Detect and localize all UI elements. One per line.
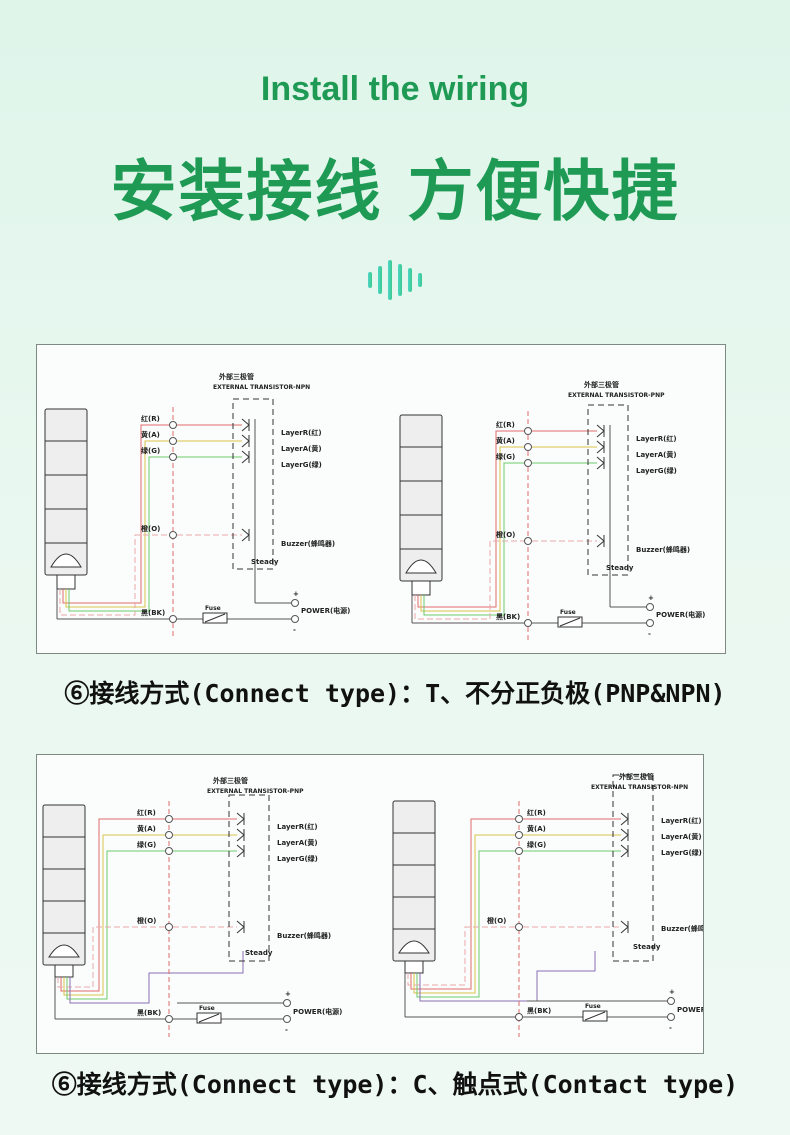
caption-t-type: ⑥接线方式(Connect type)：T、不分正负极(PNP&NPN) — [64, 679, 726, 708]
wire-label-green: 绿(G) — [527, 840, 546, 849]
diagram-svg-c: 外部三极管 EXTERNAL TRANSISTOR-PNP 红(R) 黄(A) … — [42, 772, 703, 1037]
signal-tower-body — [392, 800, 436, 962]
wiring-diagram-c-type: 外部三极管 EXTERNAL TRANSISTOR-PNP 红(R) 黄(A) … — [36, 754, 704, 1054]
layer-g-label: LayerG(绿) — [281, 460, 322, 469]
minus-sign: - — [648, 630, 651, 638]
module-title-cn: 外部三极管 — [219, 372, 254, 381]
wire-label-orange: 橙(O) — [141, 524, 160, 533]
steady-label: Steady — [633, 943, 661, 951]
minus-sign: - — [293, 626, 296, 634]
layer-g-label: LayerG(绿) — [661, 848, 702, 857]
buzzer-dome-icon — [405, 559, 437, 574]
steady-label: Steady — [251, 558, 279, 566]
wire-label-yellow: 黄(A) — [527, 824, 546, 833]
plus-sign: + — [648, 594, 654, 602]
buzzer-label: Buzzer(蜂鸣器) — [661, 924, 703, 933]
wire-label-red: 红(R) — [496, 420, 515, 429]
module-title-en: EXTERNAL TRANSISTOR-NPN — [591, 784, 688, 791]
caption-c-type: ⑥接线方式(Connect type)：C、触点式(Contact type) — [51, 1070, 739, 1099]
layer-g-label: LayerG(绿) — [636, 466, 677, 475]
diagram-svg-t: 外部三极管 EXTERNAL TRANSISTOR-NPN 红(R) 黄(A) … — [44, 372, 705, 641]
fuse-label: Fuse — [585, 1003, 601, 1010]
plus-sign: + — [293, 590, 299, 598]
wire-label-red: 红(R) — [137, 808, 156, 817]
wire-label-green: 绿(G) — [496, 452, 515, 461]
power-label: POWER(电源) — [301, 606, 350, 615]
power-label: POWER(电源) — [656, 610, 705, 619]
steady-label: Steady — [245, 949, 273, 957]
transistor-module-box — [612, 774, 654, 962]
module-title-en: EXTERNAL TRANSISTOR-PNP — [207, 788, 304, 795]
steady-label: Steady — [606, 564, 634, 572]
module-title-cn: 外部三极管 — [584, 380, 619, 389]
module-title-en: EXTERNAL TRANSISTOR-PNP — [568, 392, 665, 399]
module-title-cn: 外部三极管 — [213, 776, 248, 785]
layer-g-label: LayerG(绿) — [277, 854, 318, 863]
wire-label-orange: 橙(O) — [496, 530, 515, 539]
wiring-diagram-t-type: 外部三极管 EXTERNAL TRANSISTOR-NPN 红(R) 黄(A) … — [36, 344, 726, 654]
title-chinese: 安装接线 方便快捷 — [110, 153, 680, 230]
sub-diagram-pnp: 外部三极管 EXTERNAL TRANSISTOR-PNP 红(R) 黄(A) … — [399, 380, 705, 641]
wire-label-yellow: 黄(A) — [137, 824, 156, 833]
layer-r-label: LayerR(红) — [661, 816, 702, 825]
sub-diagram-npn: 外部三极管 EXTERNAL TRANSISTOR-NPN 红(R) 黄(A) … — [44, 372, 350, 637]
wire-label-red: 红(R) — [527, 808, 546, 817]
wire-label-green: 绿(G) — [137, 840, 156, 849]
layer-a-label: LayerA(黄) — [636, 450, 677, 459]
layer-a-label: LayerA(黄) — [661, 832, 702, 841]
buzzer-dome-icon — [48, 944, 80, 958]
transistor-module-box — [587, 404, 629, 576]
wire-label-black: 黑(BK) — [141, 608, 165, 617]
buzzer-dome-icon — [398, 940, 430, 954]
transistor-module-box — [228, 794, 270, 962]
power-label: POWER(电源) — [293, 1007, 342, 1016]
fuse-label: Fuse — [205, 605, 221, 612]
fuse-label: Fuse — [560, 609, 576, 616]
wire-label-green: 绿(G) — [141, 446, 160, 455]
layer-r-label: LayerR(红) — [636, 434, 677, 443]
wire-label-red: 红(R) — [141, 414, 160, 423]
sub-diagram-npn: 外部三极管 EXTERNAL TRANSISTOR-NPN 红(R) 黄(A) … — [392, 772, 703, 1037]
buzzer-dome-icon — [50, 553, 82, 568]
buzzer-label: Buzzer(蜂鸣器) — [277, 931, 331, 940]
signal-tower-body — [42, 804, 86, 966]
wire-label-orange: 橙(O) — [137, 916, 156, 925]
sound-wave-icon — [368, 260, 422, 300]
wire-label-yellow: 黄(A) — [141, 430, 160, 439]
transistor-module-box — [232, 398, 274, 570]
fuse-label: Fuse — [199, 1005, 215, 1012]
wire-label-orange: 橙(O) — [487, 916, 506, 925]
signal-tower-body — [44, 408, 88, 576]
plus-sign: + — [285, 990, 291, 998]
module-title-en: EXTERNAL TRANSISTOR-NPN — [213, 384, 310, 391]
power-label: POWER(电源) — [677, 1005, 703, 1014]
wire-label-black: 黑(BK) — [137, 1008, 161, 1017]
title-english: Install the wiring — [260, 70, 530, 108]
sub-diagram-pnp: 外部三极管 EXTERNAL TRANSISTOR-PNP 红(R) 黄(A) … — [42, 776, 342, 1037]
module-title-cn: 外部三极管 — [619, 772, 654, 781]
wire-label-black: 黑(BK) — [527, 1006, 551, 1015]
signal-tower-body — [399, 414, 443, 582]
layer-a-label: LayerA(黄) — [281, 444, 322, 453]
layer-r-label: LayerR(红) — [281, 428, 322, 437]
layer-a-label: LayerA(黄) — [277, 838, 318, 847]
buzzer-label: Buzzer(蜂鸣器) — [636, 545, 690, 554]
wire-label-black: 黑(BK) — [496, 612, 520, 621]
buzzer-label: Buzzer(蜂鸣器) — [281, 539, 335, 548]
minus-sign: - — [285, 1026, 288, 1034]
layer-r-label: LayerR(红) — [277, 822, 318, 831]
plus-sign: + — [669, 988, 675, 996]
minus-sign: - — [669, 1024, 672, 1032]
wire-label-yellow: 黄(A) — [496, 436, 515, 445]
